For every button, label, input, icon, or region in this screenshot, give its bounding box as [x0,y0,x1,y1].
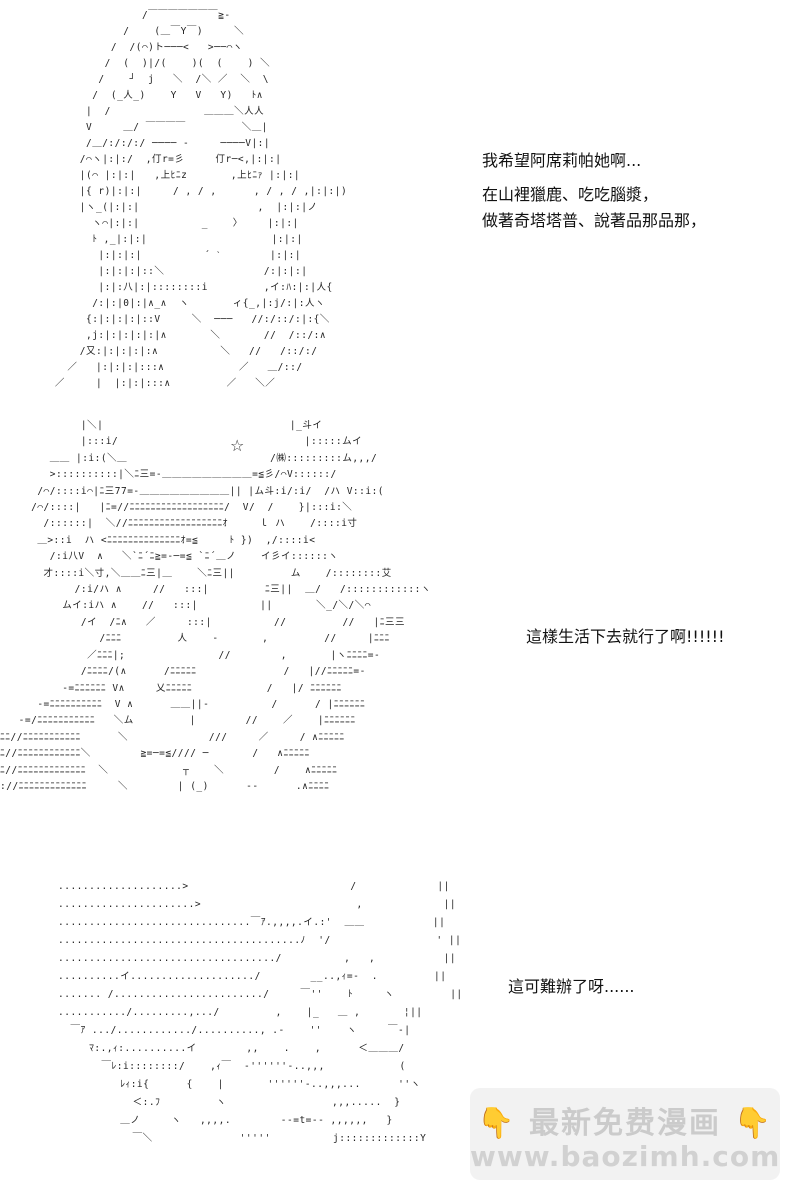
caption-1-line-3: 做著奇塔塔普、說著品那品那， [482,211,707,230]
watermark-url: www.baozimh.com [470,1140,781,1173]
panel-2: ☆ |＼| |_斗イ |:::i/ |:::::ムイ ＿＿ |:i:(＼＿ /㈱… [0,410,800,810]
caption-1-line-1: 我希望阿席莉帕她啊... [482,151,642,170]
pointing-down-hand-icon-right: 👇 [733,1106,773,1141]
watermark: 👇 最新免费漫画 👇 www.baozimh.com [470,1088,780,1180]
watermark-title-row: 👇 最新免费漫画 👇 [470,1098,780,1142]
caption-2: 這樣生活下去就行了啊!!!!!! [526,627,725,646]
ascii-art-face-1: /￣￣￣￣￣￣￣≧- / (＿￣Y￣) ＼ / /(⌒)ト───< >──⌒ヽ … [54,10,348,389]
caption-3: 這可難辦了呀...... [508,977,635,996]
panel-3: ....................> / || .............… [0,870,800,1160]
watermark-title: 最新免费漫画 [529,1106,721,1141]
star-icon: ☆ [230,436,245,455]
panel-1: /￣￣￣￣￣￣￣≧- / (＿￣Y￣) ＼ / /(⌒)ト───< >──⌒ヽ … [0,0,800,400]
caption-1-line-2: 在山裡獵鹿、吃吃腦漿， [482,185,659,204]
caption-1: 我希望阿席莉帕她啊... 在山裡獵鹿、吃吃腦漿， 做著奇塔塔普、說著品那品那， [482,148,706,234]
pointing-down-hand-icon: 👇 [477,1106,517,1141]
ascii-art-face-2: |＼| |_斗イ |:::i/ |:::::ムイ ＿＿ |:i:(＼＿ /㈱::… [0,420,431,792]
ascii-art-scene-3: ....................> / || .............… [58,881,463,1144]
